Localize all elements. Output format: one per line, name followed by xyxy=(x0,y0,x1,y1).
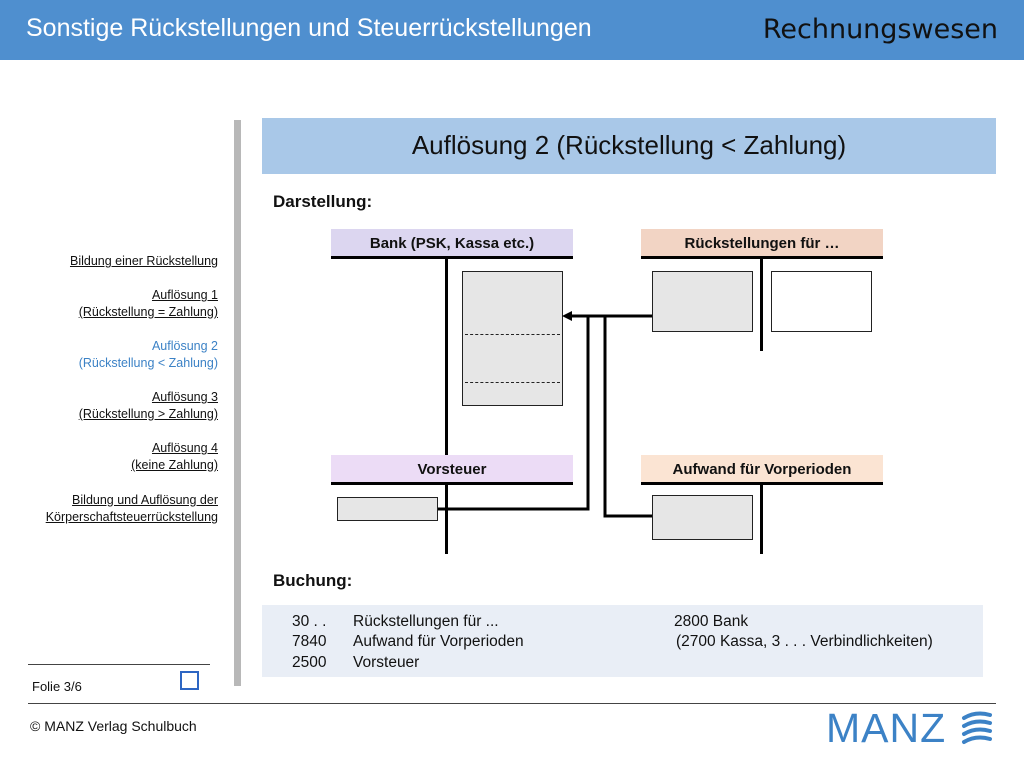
credit-entry: 2800 Bank xyxy=(674,613,748,631)
darstellung-heading: Darstellung: xyxy=(273,192,373,211)
debit-code: 30 . . xyxy=(292,613,327,630)
account-bank-header: Bank (PSK, Kassa etc.) xyxy=(331,229,573,259)
bank-credit-box xyxy=(462,271,563,406)
header-brand: Rechnungswesen xyxy=(762,14,998,45)
vorsteuer-debit-box xyxy=(337,497,438,521)
manz-logo: MANZ xyxy=(826,705,992,752)
booking-box xyxy=(262,605,983,677)
rueckstellungen-debit-box xyxy=(652,271,753,332)
credit-text: Bank xyxy=(712,613,749,630)
nav-item-line: Bildung und Auflösung der xyxy=(72,493,218,507)
nav-item-line: (Rückstellung < Zahlung) xyxy=(78,356,218,370)
nav-item-aufloesung-3[interactable]: Auflösung 3 (Rückstellung > Zahlung) xyxy=(79,389,218,423)
logo-text: MANZ xyxy=(826,705,947,751)
page-indicator: Folie 3/6 xyxy=(32,679,82,694)
debit-code: 7840 xyxy=(292,633,327,650)
dashed-line xyxy=(465,382,560,383)
nav-item-line: Auflösung 1 xyxy=(151,288,218,302)
nav-item-aufloesung-2[interactable]: Auflösung 2 (Rückstellung < Zahlung) xyxy=(79,338,218,372)
account-aufwand-divider xyxy=(760,485,763,554)
nav-item-line: (keine Zahlung) xyxy=(131,458,218,472)
footer-rule xyxy=(28,703,996,704)
credit-note: (2700 Kassa, 3 . . . Verbindlichkeiten) xyxy=(676,633,933,650)
home-square-icon[interactable] xyxy=(180,671,199,690)
arrowhead-icon xyxy=(562,311,572,321)
connector-aufwand xyxy=(603,316,652,518)
logo-waves-icon xyxy=(962,711,992,744)
account-rueckstellungen-divider xyxy=(760,259,763,351)
copyright: © MANZ Verlag Schulbuch xyxy=(30,718,197,734)
account-vorsteuer-divider xyxy=(445,485,448,554)
nav-item-line: Auflösung 4 xyxy=(151,441,218,455)
header-title: Sonstige Rückstellungen und Steuerrückst… xyxy=(26,14,592,42)
nav-item-line: (Rückstellung = Zahlung) xyxy=(78,305,218,319)
account-vorsteuer-header: Vorsteuer xyxy=(331,455,573,485)
slide-title: Auflösung 2 (Rückstellung < Zahlung) xyxy=(411,130,847,160)
buchung-heading: Buchung: xyxy=(273,571,353,590)
nav-item-aufloesung-1[interactable]: Auflösung 1 (Rückstellung = Zahlung) xyxy=(79,287,218,321)
debit-text: Rückstellungen für ... xyxy=(353,613,499,630)
debit-text: Aufwand für Vorperioden xyxy=(353,633,524,650)
dashed-line xyxy=(465,334,560,335)
nav-item-line: Auflösung 3 xyxy=(151,390,218,404)
nav-item-koerperschaftsteuer[interactable]: Bildung und Auflösung der Körperschaftst… xyxy=(46,492,218,526)
nav-item-line: Bildung einer Rückstellung xyxy=(69,254,218,268)
rueckstellungen-credit-box xyxy=(771,271,872,332)
account-bank-divider xyxy=(445,259,448,554)
debit-code: 2500 xyxy=(292,654,327,671)
nav-item-aufloesung-4[interactable]: Auflösung 4 (keine Zahlung) xyxy=(131,440,218,474)
header-bar xyxy=(0,0,1024,60)
account-aufwand-header: Aufwand für Vorperioden xyxy=(641,455,883,485)
nav-item-line: Auflösung 2 xyxy=(151,339,218,353)
nav-item-line: (Rückstellung > Zahlung) xyxy=(78,407,218,421)
connector-vorsteuer xyxy=(438,316,590,511)
slide-title-banner xyxy=(262,118,996,174)
account-rueckstellungen-header: Rückstellungen für … xyxy=(641,229,883,259)
nav-divider xyxy=(234,120,241,686)
footer-rule-left xyxy=(28,664,210,665)
nav-item-line: Körperschaftsteuerrückstellung xyxy=(45,510,218,524)
nav-item-bildung[interactable]: Bildung einer Rückstellung xyxy=(70,253,218,270)
credit-code: 2800 xyxy=(674,613,709,630)
aufwand-debit-box xyxy=(652,495,753,540)
debit-text: Vorsteuer xyxy=(353,654,420,671)
